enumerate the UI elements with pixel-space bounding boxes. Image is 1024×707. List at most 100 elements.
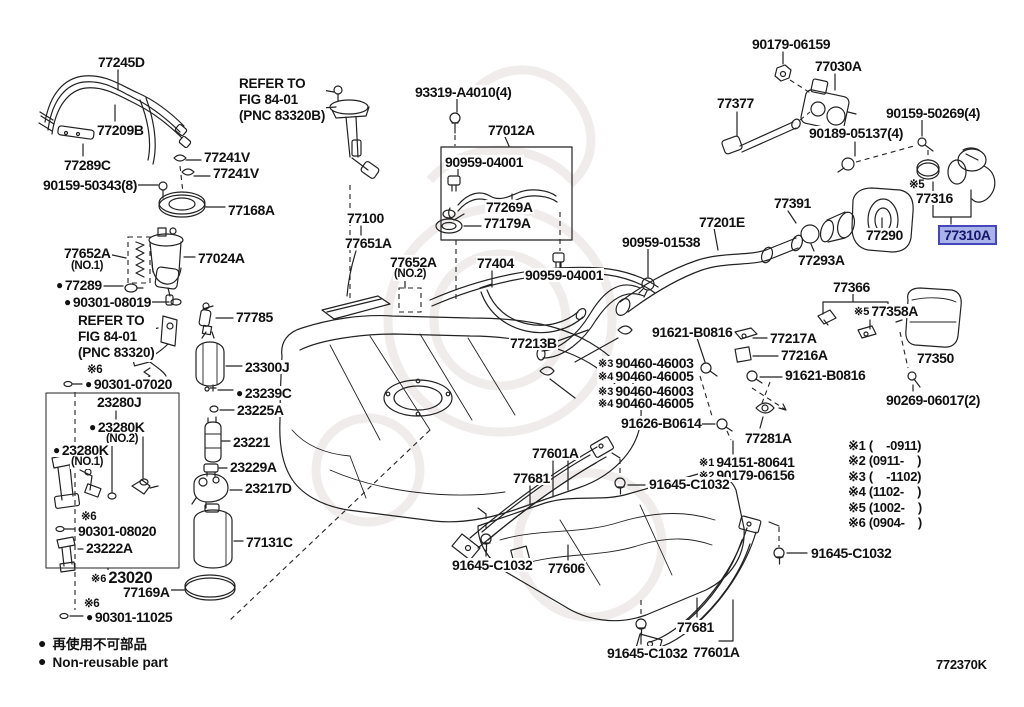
part-label-9095901538[interactable]: 90959-01538 (621, 234, 702, 250)
part-label-90269060172[interactable]: 90269-06017(2) (885, 392, 982, 408)
footnote-row: ※6 (0904- ) (848, 515, 922, 531)
part-label-77601A[interactable]: 77601A (531, 445, 580, 461)
part-label-91621B0816[interactable]: 91621-B0816 (784, 367, 867, 383)
footnote-row: ※2 (0911- ) (848, 453, 922, 469)
part-label-77606[interactable]: 77606 (547, 560, 586, 576)
part-label-77217A[interactable]: 77217A (769, 330, 818, 346)
part-label-77100[interactable]: 77100 (346, 210, 385, 226)
part-label-77681[interactable]: 77681 (512, 470, 551, 486)
footnote-row: ※1 ( -0911) (848, 438, 922, 453)
part-label-77216A[interactable]: 77216A (780, 347, 829, 363)
part-label-77131C[interactable]: 77131C (245, 534, 294, 550)
non-reusable-bullet-icon: ● (64, 295, 71, 309)
part-label-77209B[interactable]: 77209B (96, 122, 145, 138)
part-label-77281A[interactable]: 77281A (744, 430, 793, 446)
part-label-91626B0614[interactable]: 91626-B0614 (620, 415, 703, 431)
part-label-77391[interactable]: 77391 (773, 195, 812, 211)
part-label-9030108020[interactable]: 90301-08020 (77, 523, 158, 539)
part-label-NO2[interactable]: (NO.2) (393, 268, 428, 281)
refer-note: REFER TO FIG 84-01 (PNC 83320B) (238, 76, 327, 125)
non-reusable-bullet-icon: ● (56, 278, 63, 292)
footnote-marker: ※5 (854, 305, 870, 318)
part-label-9030111025[interactable]: ●90301-11025 (85, 609, 174, 625)
part-label-77012A[interactable]: 77012A (487, 122, 536, 138)
non-reusable-bullet-icon: ● (236, 386, 243, 400)
refer-note: REFER TO FIG 84-01 (PNC 83320) (77, 313, 156, 362)
part-label-23221[interactable]: 23221 (232, 434, 271, 450)
part-label-NO1[interactable]: (NO.1) (70, 456, 105, 469)
part-label-91645C1032[interactable]: 91645-C1032 (606, 645, 689, 661)
part-label-93319A40104[interactable]: 93319-A4010(4) (414, 84, 513, 100)
part-label-77030A[interactable]: 77030A (814, 58, 863, 74)
part-label-77651A[interactable]: 77651A (344, 235, 393, 251)
part-label-5: ※5 (908, 179, 926, 192)
part-label-23239C[interactable]: ●23239C (235, 385, 293, 401)
part-label-23225A[interactable]: 23225A (236, 402, 285, 418)
part-label-23222A[interactable]: 23222A (85, 540, 134, 556)
part-label-77601A[interactable]: 77601A (692, 644, 741, 660)
part-label-77377[interactable]: 77377 (716, 95, 755, 111)
part-label-9030107020[interactable]: ●90301-07020 (84, 376, 173, 392)
part-label-23217D[interactable]: 23217D (244, 480, 293, 496)
part-label-77269A[interactable]: 77269A (485, 199, 534, 215)
part-label-77289C[interactable]: 77289C (63, 157, 112, 173)
part-label-9017906159[interactable]: 90179-06159 (751, 36, 832, 52)
part-label-77024A[interactable]: 77024A (197, 250, 246, 266)
non-reusable-bullet-icon: ● (38, 635, 47, 651)
part-label-NO1[interactable]: (NO.1) (70, 260, 105, 273)
part-label-6: ※6 (80, 511, 98, 524)
part-label-90189051374[interactable]: 90189-05137(4) (808, 125, 905, 141)
part-label-77316[interactable]: 77316 (915, 190, 954, 206)
part-label-NO2[interactable]: (NO.2) (105, 433, 140, 446)
part-label-77201E[interactable]: 77201E (698, 214, 746, 230)
part-label-23280J[interactable]: 23280J (96, 394, 143, 410)
non-reusable-bullet-icon: ● (85, 377, 92, 391)
part-label-77289[interactable]: ●77289 (55, 277, 103, 293)
non-reusable-bullet-icon: ● (38, 653, 47, 669)
part-label-91645C1032[interactable]: 91645-C1032 (451, 557, 534, 573)
part-label-23229A[interactable]: 23229A (229, 459, 278, 475)
part-label-77213B[interactable]: 77213B (509, 335, 558, 351)
part-label-77310A[interactable]: 77310A (940, 227, 995, 243)
part-label-91645C1032[interactable]: 91645-C1032 (648, 476, 731, 492)
part-label-77290[interactable]: 77290 (865, 227, 904, 243)
part-label-77168A[interactable]: 77168A (227, 202, 276, 218)
part-label-77350[interactable]: 77350 (916, 350, 955, 366)
part-label-23300J[interactable]: 23300J (244, 359, 291, 375)
part-label-90159502694[interactable]: 90159-50269(4) (885, 105, 982, 121)
part-label-77785[interactable]: 77785 (235, 309, 274, 325)
part-label-77245D[interactable]: 77245D (97, 54, 146, 70)
part-label-77179A[interactable]: 77179A (483, 215, 532, 231)
part-label-77404[interactable]: 77404 (476, 255, 515, 271)
part-label-77652A[interactable]: 77652A (63, 245, 112, 261)
part-label-91645C1032[interactable]: 91645-C1032 (810, 545, 893, 561)
drawing-code: 772370K (936, 657, 987, 672)
part-label-77241V[interactable]: 77241V (203, 149, 251, 165)
part-label-23280K[interactable]: ●23280K (88, 419, 146, 435)
part-label-6: ※6 (86, 364, 104, 377)
part-label-9095904001[interactable]: 90959-04001 (444, 154, 525, 170)
part-label-77366[interactable]: 77366 (832, 279, 871, 295)
footnote-row: ※5 (1002- ) (848, 499, 922, 515)
part-label-77681[interactable]: 77681 (676, 619, 715, 635)
part-label-77169A[interactable]: 77169A (122, 584, 171, 600)
part-label-9095904001[interactable]: 90959-04001 (524, 267, 605, 283)
footnote-marker: ※4 (598, 370, 614, 383)
part-label-77652A[interactable]: 77652A (389, 254, 438, 270)
footnote-marker: ※4 (598, 397, 614, 410)
part-label-77293A[interactable]: 77293A (797, 252, 846, 268)
part-label-91621B0816[interactable]: 91621-B0816 (651, 324, 734, 340)
part-label-23280K[interactable]: ●23280K (52, 442, 110, 458)
part-label-77241V[interactable]: 77241V (212, 165, 260, 181)
part-label-90159503438[interactable]: 90159-50343(8) (42, 177, 139, 193)
part-label-9030108019[interactable]: ●90301-08019 (63, 294, 152, 310)
